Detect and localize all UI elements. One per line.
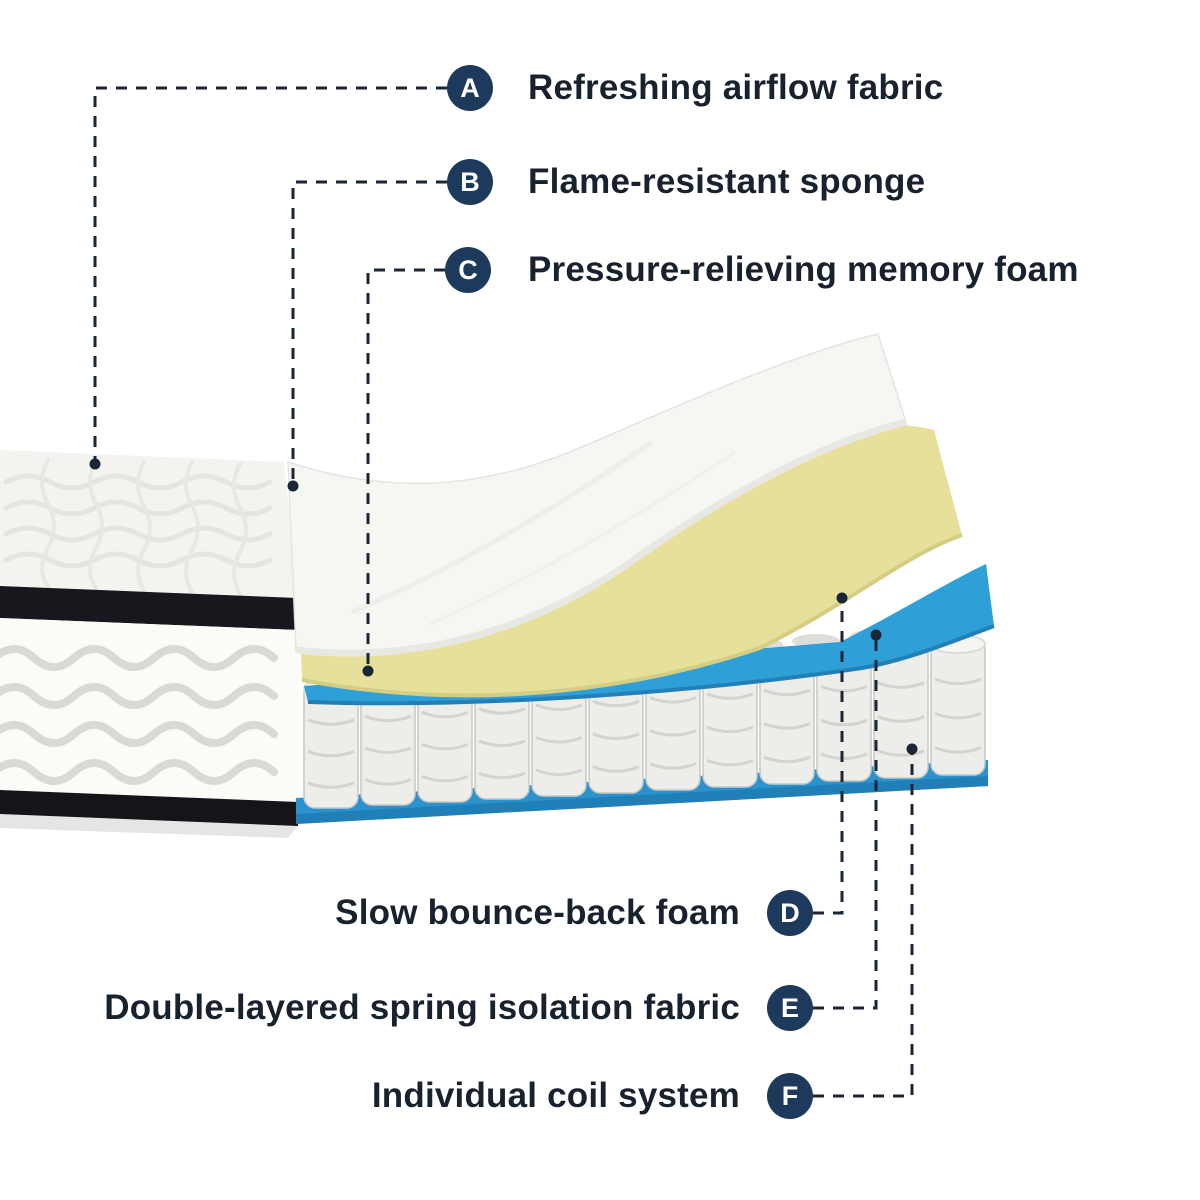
connector-f-dot: [906, 743, 918, 755]
callout-label-d: Slow bounce-back foam: [335, 893, 740, 932]
callout-badge-f: F: [767, 1073, 813, 1119]
callout-label-c: Pressure-relieving memory foam: [528, 250, 1079, 289]
callout-label-b: Flame-resistant sponge: [528, 162, 926, 201]
badge-letter: F: [781, 1080, 799, 1111]
base-layer: [296, 760, 988, 824]
connector-e: [813, 639, 878, 1010]
badge-letter: D: [780, 897, 800, 928]
badge-letter: C: [458, 254, 478, 285]
connector-b: [291, 180, 447, 482]
connector-f: [813, 753, 914, 1098]
connector-a: [93, 86, 447, 460]
top-fabric-sheet: [287, 333, 907, 657]
connector-a-dot: [89, 458, 101, 470]
callout-label-a: Refreshing airflow fabric: [528, 68, 944, 107]
pocket-coil: [930, 634, 986, 776]
callout-badge-a: A: [447, 65, 493, 111]
connector-e-dot: [870, 629, 882, 641]
callout-badge-e: E: [767, 985, 813, 1031]
connector-b-dot: [287, 480, 299, 492]
badge-letter: E: [780, 992, 799, 1023]
connector-c: [366, 268, 445, 666]
connector-d-dot: [836, 592, 848, 604]
quilted-mattress-corner: [0, 450, 298, 838]
connector-lines: [89, 86, 918, 1098]
mattress-side-band: [0, 586, 298, 630]
callout-badge-b: B: [447, 159, 493, 205]
badge-letter: B: [460, 166, 480, 197]
callout-label-f: Individual coil system: [371, 1076, 740, 1115]
badge-letter: A: [460, 72, 480, 103]
connector-d: [813, 602, 844, 915]
connector-c-dot: [362, 665, 374, 677]
isolation-fabric-sheet: [304, 564, 995, 706]
callout-label-e: Double-layered spring isolation fabric: [104, 988, 740, 1027]
callout-badge-d: D: [767, 890, 813, 936]
callout-badge-c: C: [445, 247, 491, 293]
